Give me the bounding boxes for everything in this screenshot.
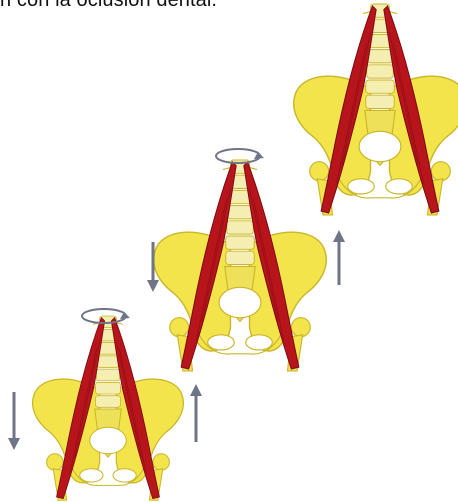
down-arrow-icon bbox=[8, 392, 20, 450]
pelvis-top-figure bbox=[294, 4, 458, 215]
pelvis-middle-figure bbox=[154, 160, 327, 371]
up-arrow-icon bbox=[333, 230, 345, 285]
up-arrow-icon bbox=[190, 384, 202, 442]
pelvis-bottom-figure bbox=[33, 316, 184, 500]
